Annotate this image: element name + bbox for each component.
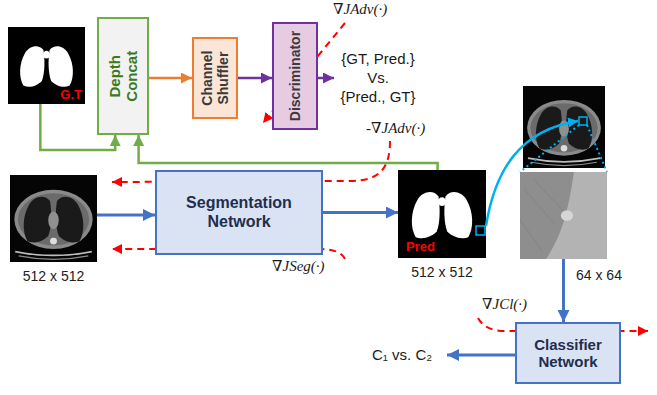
- gradient-label: ∇JAdv(·): [333, 1, 387, 18]
- classifier-network-box: Classifier Network: [515, 322, 621, 384]
- image-caption: G.T: [60, 88, 82, 103]
- predicted-mask: Pred512 x 512: [398, 170, 486, 258]
- zoomed-patch-image: [520, 172, 607, 259]
- channel-shuffler-box: Channel Shuffler: [192, 37, 238, 119]
- node-label: Segmentation Network: [169, 194, 309, 231]
- ct-overview-image: [523, 86, 605, 168]
- gradient-label: -∇JAdv(·): [366, 120, 425, 137]
- zoom-arrow: [486, 121, 578, 226]
- input-ct-image: 512 x 512: [10, 175, 97, 262]
- zoomed-patch: 64 x 64: [520, 172, 607, 259]
- text-slot: 512 x 512: [392, 264, 492, 280]
- roi-square: [476, 226, 485, 235]
- connector-arrow: [323, 211, 398, 214]
- connector-arrow: [238, 77, 272, 80]
- gradient-label-text: ∇JCl(·): [482, 296, 527, 313]
- class-output-label-text: C₁ vs. C₂: [372, 346, 432, 363]
- text-slot: Classifier Network: [517, 324, 619, 382]
- depth-concat-box: Depth Concat: [97, 17, 149, 135]
- node-label: Discriminator: [287, 26, 303, 126]
- roi-square: [579, 117, 587, 125]
- image-caption: 512 x 512: [392, 264, 492, 280]
- output-label: {Pred., GT}: [338, 88, 418, 105]
- image-caption: 512 x 512: [4, 268, 103, 284]
- connector-arrow: [139, 135, 438, 170]
- image-caption: 64 x 64: [576, 267, 622, 283]
- output-label-text: Vs.: [338, 69, 418, 86]
- text-slot: 64 x 64: [576, 267, 622, 283]
- ground-truth-mask-image: [8, 27, 85, 104]
- output-label-text: {GT, Pred.}: [338, 50, 418, 67]
- text-slot: Segmentation Network: [157, 172, 321, 253]
- image-caption: Pred: [406, 240, 435, 255]
- zoom-guide-line: [520, 125, 579, 172]
- text-slot: G.T: [60, 88, 82, 103]
- connector-arrow: [562, 259, 565, 322]
- output-label-text: {Pred., GT}: [338, 88, 418, 105]
- text-slot: Discriminator: [274, 24, 316, 128]
- text-slot: 512 x 512: [4, 268, 103, 284]
- gradient-label-text: -∇JAdv(·): [366, 120, 425, 137]
- text-slot: Depth Concat: [99, 19, 147, 133]
- connector-arrow: [97, 214, 155, 217]
- text-slot: Pred: [406, 240, 435, 255]
- class-output-label: C₁ vs. C₂: [372, 346, 432, 363]
- ground-truth-mask: G.T: [8, 27, 85, 104]
- gradient-label: ∇JSeg(·): [272, 258, 325, 275]
- node-label: Channel Shuffler: [199, 41, 231, 115]
- node-label: Classifier Network: [521, 336, 616, 371]
- output-arrow: [447, 354, 515, 357]
- input-ct-image: [10, 175, 97, 262]
- connector-arrow: [149, 77, 192, 80]
- gradient-label-text: ∇JAdv(·): [333, 1, 387, 18]
- node-label: Depth Concat: [106, 41, 141, 111]
- output-arrow: [318, 77, 334, 80]
- segmentation-network-box: Segmentation Network: [155, 170, 323, 255]
- gradient-label: ∇JCl(·): [482, 296, 527, 313]
- output-label: {GT, Pred.}: [338, 50, 418, 67]
- zoom-guide-line: [587, 125, 607, 172]
- predicted-mask-image: [398, 170, 486, 258]
- output-label: Vs.: [338, 69, 418, 86]
- text-slot: Channel Shuffler: [194, 39, 236, 117]
- discriminator-box: Discriminator: [272, 22, 318, 130]
- gradient-label-text: ∇JSeg(·): [272, 258, 325, 275]
